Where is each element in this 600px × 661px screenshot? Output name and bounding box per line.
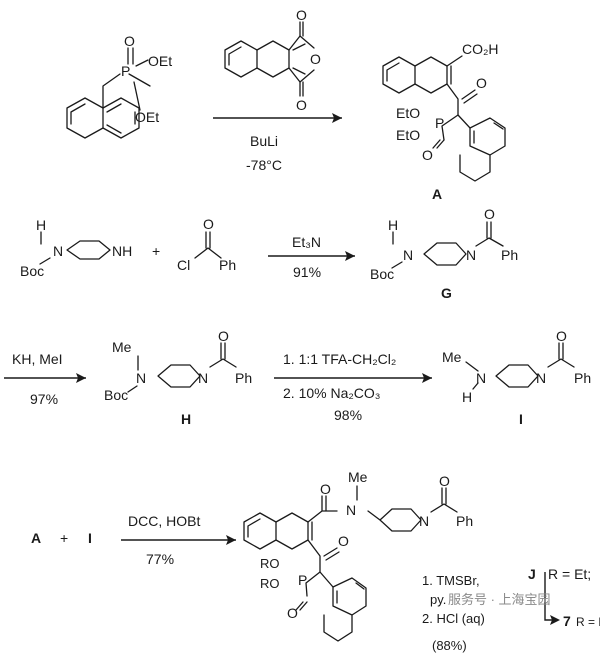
compound-label-7: 7: [563, 613, 571, 629]
atom-ro: RO: [260, 556, 280, 571]
reaction-arrow-5: [121, 535, 236, 545]
atom-o: O: [439, 473, 450, 489]
compound-label-g: G: [441, 285, 452, 301]
yield-step3: 97%: [30, 391, 58, 407]
r-group-7: R = H: [576, 615, 600, 629]
atom-o: O: [296, 97, 307, 113]
atom-ro: RO: [260, 576, 280, 591]
atom-boc: Boc: [104, 387, 128, 403]
atom-me: Me: [112, 339, 132, 355]
benzoyl-chloride-structure: O Cl Ph: [177, 216, 236, 273]
atom-n: N: [403, 247, 413, 263]
reaction-arrow-1: [213, 113, 342, 123]
atom-ph: Ph: [219, 257, 236, 273]
atom-p: P: [435, 115, 444, 131]
atom-o: O: [484, 206, 495, 222]
naphthylmethyl-phosphonate-structure: P O OEt OEt: [66, 33, 172, 139]
atom-o: O: [556, 328, 567, 344]
atom-cl: Cl: [177, 257, 190, 273]
product-a-structure: CO₂H O P EtO EtO O: [382, 41, 506, 182]
reagent-tfa: 1. 1:1 TFA-CH₂Cl₂: [283, 351, 396, 367]
atom-n: N: [476, 370, 486, 386]
atom-o: O: [287, 605, 298, 621]
atom-h: H: [388, 217, 398, 233]
reagent-kh-mei: KH, MeI: [12, 351, 63, 367]
atom-oet: OEt: [135, 109, 159, 125]
r-group-j: R = Et;: [548, 566, 591, 582]
atom-o: O: [338, 533, 349, 549]
product-j-structure: O N Me N O Ph O P RO RO O: [243, 469, 473, 642]
reagent-et3n: Et₃N: [292, 234, 321, 250]
yield-step6: (88%): [432, 638, 467, 653]
atom-me: Me: [348, 469, 368, 485]
reaction-arrow-4: [274, 373, 432, 383]
conversion-arrow: [544, 572, 560, 625]
atom-nh: NH: [112, 243, 132, 259]
reagent-dcc-hobt: DCC, HOBt: [128, 513, 200, 529]
boc-aminopiperidine-structure: H N NH Boc: [20, 217, 132, 279]
atom-n: N: [53, 243, 63, 259]
reaction-arrow-2: [268, 251, 355, 261]
atom-n: N: [136, 370, 146, 386]
atom-co2h: CO₂H: [462, 41, 499, 57]
atom-ph: Ph: [501, 247, 518, 263]
compound-label-h: H: [181, 411, 191, 427]
reaction-arrow-3: [4, 373, 86, 383]
yield-step4: 98%: [334, 407, 362, 423]
product-i-structure: Me N H N O Ph: [442, 328, 591, 405]
atom-o: O: [296, 7, 307, 23]
atom-boc: Boc: [20, 263, 44, 279]
atom-n: N: [466, 247, 476, 263]
product-h-structure: Me N Boc N O Ph: [104, 328, 252, 403]
atom-o: O: [218, 328, 229, 344]
atom-p: P: [298, 572, 307, 588]
atom-eto: EtO: [396, 127, 420, 143]
compound-label-a: A: [432, 186, 442, 202]
atom-o: O: [124, 33, 135, 49]
atom-o: O: [320, 481, 331, 497]
reactant-a: A: [31, 530, 41, 546]
yield-step5: 77%: [146, 551, 174, 567]
plus-sign: +: [152, 243, 160, 259]
atom-eto: EtO: [396, 105, 420, 121]
yield-step2: 91%: [293, 264, 321, 280]
atom-o: O: [203, 216, 214, 232]
atom-h: H: [36, 217, 46, 233]
product-g-structure: H N Boc N O Ph: [370, 206, 518, 282]
atom-boc: Boc: [370, 266, 394, 282]
atom-ph: Ph: [235, 370, 252, 386]
watermark-text: 服务号 · 上海宝园: [448, 592, 551, 607]
compound-label-i: I: [519, 411, 523, 427]
compound-label-j: J: [528, 566, 536, 582]
atom-o: O: [476, 75, 487, 91]
conditions-temperature: -78°C: [246, 157, 282, 173]
atom-p: P: [121, 63, 130, 79]
atom-ph: Ph: [574, 370, 591, 386]
atom-n: N: [198, 370, 208, 386]
atom-n: N: [346, 502, 356, 518]
reagent-pyridine: py.: [430, 592, 446, 607]
atom-n: N: [419, 513, 429, 529]
naphthalene-anhydride-structure: O O O: [224, 7, 321, 113]
atom-ph: Ph: [456, 513, 473, 529]
reactant-i: I: [88, 530, 92, 546]
reagent-na2co3: 2. 10% Na₂CO₃: [283, 385, 381, 401]
reagent-tmsbr: 1. TMSBr,: [422, 573, 480, 588]
atom-h: H: [462, 389, 472, 405]
reagent-hcl: 2. HCl (aq): [422, 611, 485, 626]
atom-n: N: [536, 370, 546, 386]
atom-o: O: [310, 51, 321, 67]
reagent-buli: BuLi: [250, 133, 278, 149]
plus-sign: +: [60, 530, 68, 546]
atom-me: Me: [442, 349, 462, 365]
atom-o: O: [422, 147, 433, 163]
atom-oet: OEt: [148, 53, 172, 69]
